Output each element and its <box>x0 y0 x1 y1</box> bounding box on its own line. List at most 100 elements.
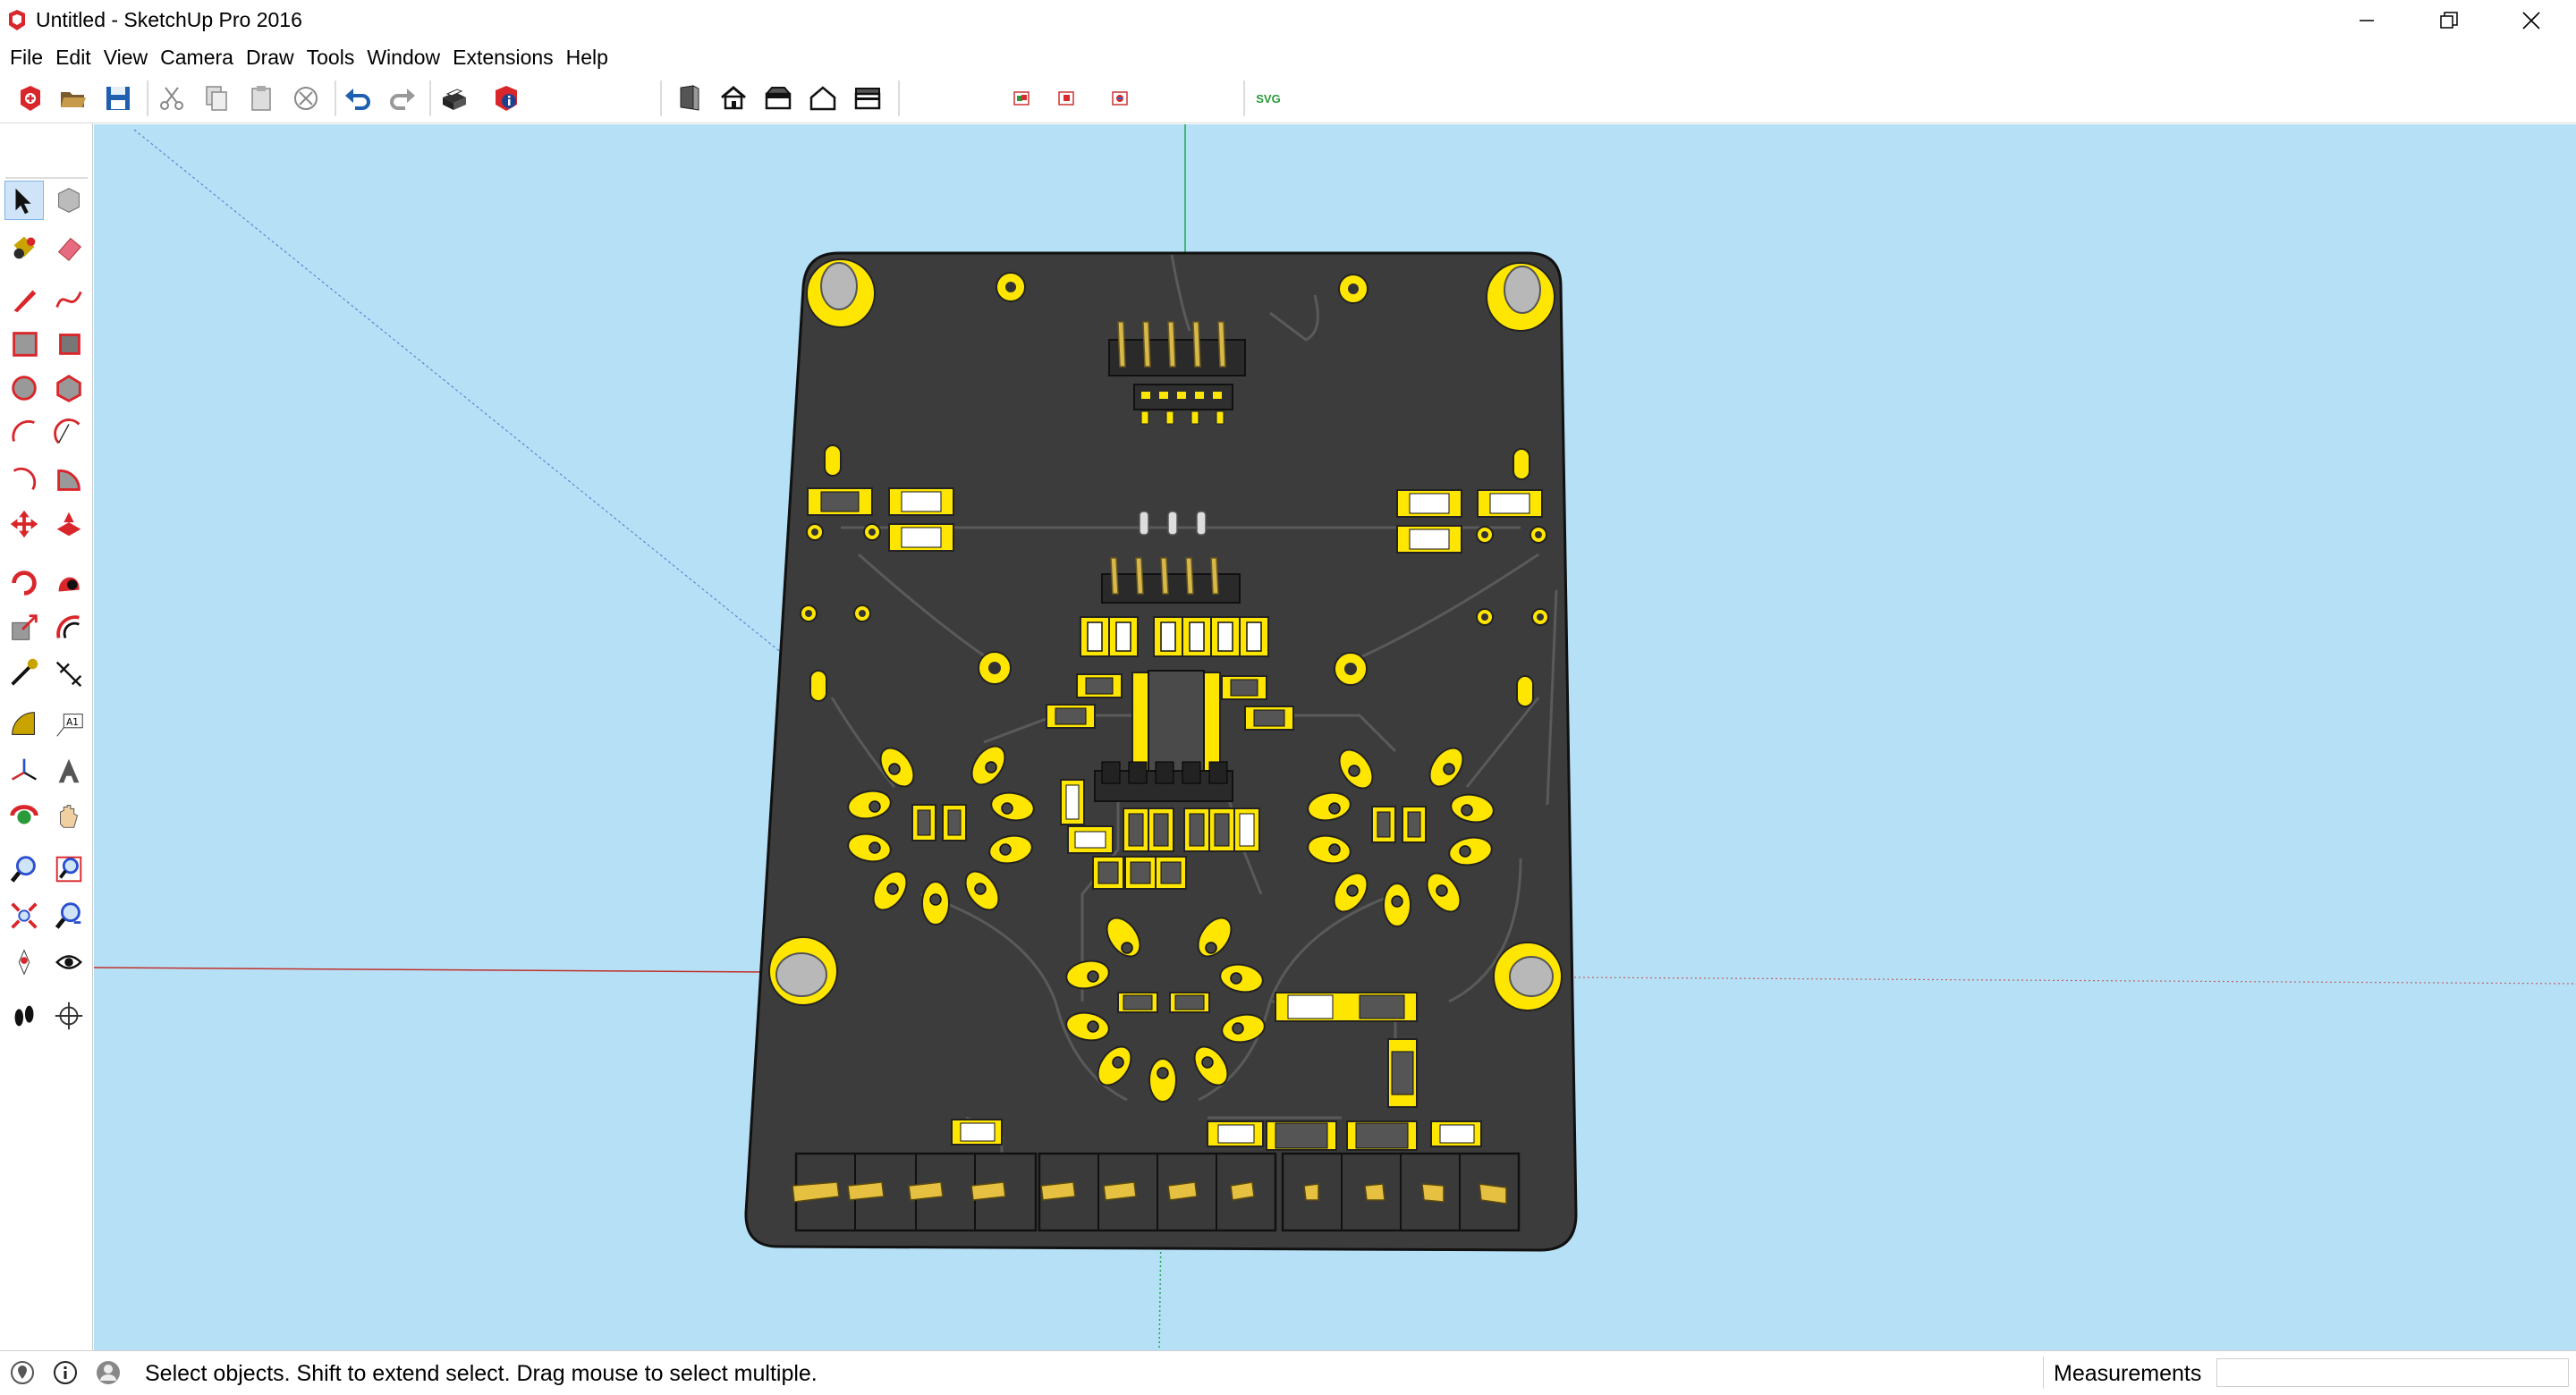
protractor-tool-button[interactable] <box>4 705 44 744</box>
push-pull-icon <box>56 512 81 537</box>
tape-measure-tool-button[interactable] <box>4 653 44 692</box>
close-button[interactable] <box>2490 0 2572 41</box>
right-view-button[interactable] <box>805 80 841 116</box>
user-icon[interactable] <box>95 1359 122 1386</box>
export-pink-button[interactable] <box>1048 80 1084 116</box>
paste-button[interactable] <box>243 80 279 116</box>
minimize-icon <box>2360 20 2374 21</box>
svg-export-button[interactable]: SVG <box>1250 80 1286 116</box>
orbit-tool-button[interactable] <box>4 796 44 835</box>
geo-location-icon[interactable] <box>9 1359 36 1386</box>
redo-button[interactable] <box>385 80 420 116</box>
push-pull-tool-button[interactable] <box>49 504 89 544</box>
offset-tool-button[interactable] <box>49 608 89 647</box>
three-point-arc-tool-button[interactable] <box>4 460 44 499</box>
iso-view-button[interactable] <box>671 80 707 116</box>
paste-icon <box>251 86 271 111</box>
scale-tool-button[interactable] <box>4 608 44 647</box>
text-icon: A1 <box>56 714 83 737</box>
export-red-button[interactable] <box>1004 80 1039 116</box>
3d-text-tool-button[interactable] <box>49 751 89 790</box>
mounting-hole <box>768 936 838 1006</box>
green-axis <box>1158 1233 1162 1350</box>
menu-help[interactable]: Help <box>565 45 608 69</box>
pin-header <box>1108 321 1246 425</box>
look-around-tool-button[interactable] <box>49 943 89 982</box>
menu-file[interactable]: File <box>10 45 44 69</box>
protractor-icon <box>12 712 35 735</box>
measurements-input[interactable] <box>2216 1358 2569 1387</box>
zoom-tool-button[interactable] <box>4 850 44 889</box>
status-message: Select objects. Shift to extend select. … <box>145 1361 818 1386</box>
position-camera-tool-button[interactable] <box>4 943 44 982</box>
follow-me-icon <box>58 577 80 592</box>
paint-bucket-tool-button[interactable] <box>4 227 44 266</box>
menu-tools[interactable]: Tools <box>306 45 355 69</box>
undo-button[interactable] <box>340 80 376 116</box>
zoom-window-tool-button[interactable] <box>49 850 89 889</box>
pan-icon <box>60 805 79 828</box>
circle-tool-button[interactable] <box>4 368 44 408</box>
tape-measure-icon <box>11 658 38 686</box>
top-view-button[interactable] <box>716 80 751 116</box>
back-view-button[interactable] <box>850 80 886 116</box>
rotated-rectangle-tool-button[interactable] <box>49 324 89 363</box>
new-model-button[interactable] <box>13 80 48 116</box>
pcb-board[interactable] <box>744 251 1578 1252</box>
two-point-arc-icon <box>54 418 80 444</box>
model-canvas[interactable] <box>94 124 2576 1350</box>
print-button[interactable] <box>436 80 472 116</box>
freehand-icon <box>55 291 82 308</box>
zoom-extents-tool-button[interactable] <box>4 896 44 935</box>
model-info-button[interactable] <box>488 80 524 116</box>
save-button[interactable] <box>100 80 136 116</box>
previous-view-tool-button[interactable] <box>49 896 89 935</box>
axes-tool-button[interactable] <box>4 751 44 790</box>
menu-draw[interactable]: Draw <box>245 45 294 69</box>
red-axis <box>1573 976 2576 985</box>
palette-grip[interactable] <box>5 177 88 179</box>
pencil-line-tool-button[interactable] <box>4 279 44 318</box>
rotate-tool-button[interactable] <box>4 563 44 603</box>
top-view-icon <box>721 86 746 110</box>
copy-button[interactable] <box>199 80 234 116</box>
export-mixed-button[interactable] <box>1102 80 1138 116</box>
polygon-tool-button[interactable] <box>49 368 89 408</box>
drawing-area[interactable] <box>94 124 2576 1350</box>
front-view-button[interactable] <box>760 80 796 116</box>
menu-extensions[interactable]: Extensions <box>453 45 554 69</box>
blue-axis <box>133 129 788 658</box>
pie-tool-button[interactable] <box>49 460 89 499</box>
rectangle-icon <box>13 332 38 357</box>
previous-view-icon <box>55 902 81 929</box>
menu-window[interactable]: Window <box>367 45 441 69</box>
sketchup-logo-icon <box>9 10 25 30</box>
text-tool-button[interactable]: A1 <box>49 705 89 744</box>
menu-camera[interactable]: Camera <box>160 45 233 69</box>
two-point-arc-tool-button[interactable] <box>49 413 89 452</box>
toolbar-separator <box>1243 80 1245 116</box>
move-tool-button[interactable] <box>4 504 44 544</box>
section-plane-tool-button[interactable] <box>49 996 89 1036</box>
dimension-tool-button[interactable] <box>49 653 89 692</box>
minimize-button[interactable] <box>2326 0 2408 41</box>
menu-edit[interactable]: Edit <box>55 45 91 69</box>
open-button[interactable] <box>55 80 91 116</box>
erase-button[interactable] <box>288 80 324 116</box>
test-pins <box>1139 511 1207 536</box>
eraser-tool-button[interactable] <box>49 227 89 266</box>
credits-icon[interactable] <box>52 1359 79 1386</box>
follow-me-tool-button[interactable] <box>49 563 89 603</box>
menu-view[interactable]: View <box>103 45 148 69</box>
terminal-block <box>792 1152 1521 1232</box>
walk-tool-button[interactable] <box>4 996 44 1036</box>
arc-tool-button[interactable] <box>4 413 44 452</box>
select-tool-button[interactable] <box>4 181 44 220</box>
freehand-tool-button[interactable] <box>49 279 89 318</box>
cut-button[interactable] <box>154 80 190 116</box>
restore-button[interactable] <box>2408 0 2490 41</box>
mounting-hole <box>806 258 876 328</box>
pan-tool-button[interactable] <box>49 796 89 835</box>
make-component-tool-button[interactable] <box>49 181 89 220</box>
rectangle-tool-button[interactable] <box>4 324 44 363</box>
